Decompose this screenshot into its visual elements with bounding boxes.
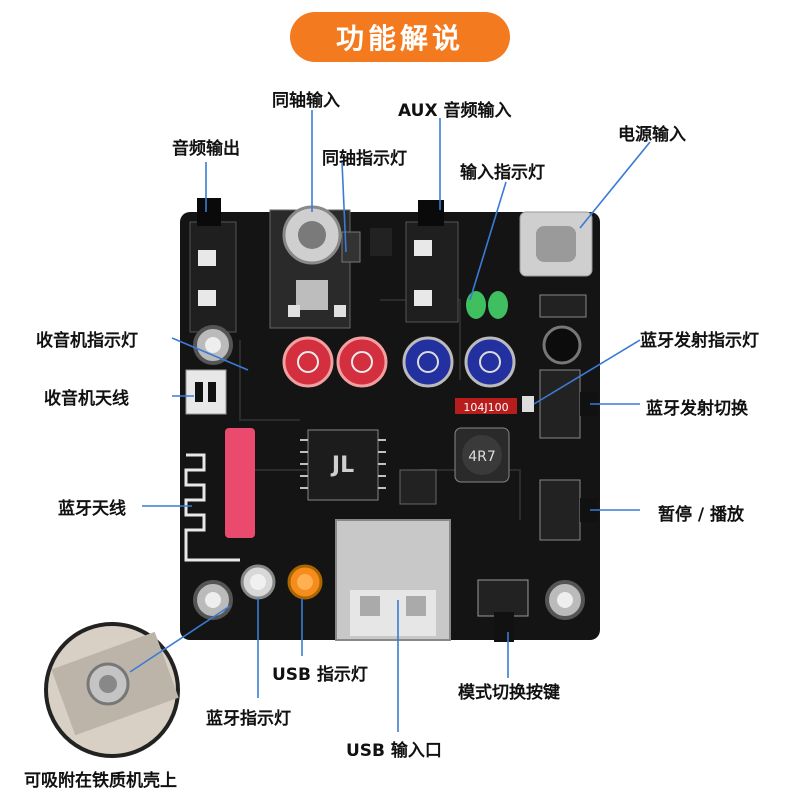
label-mode-key: 模式切换按键 xyxy=(458,683,560,703)
bt-tx-led xyxy=(522,396,534,412)
cap-blue-1 xyxy=(402,336,454,388)
cap-red-2 xyxy=(336,336,388,388)
page-title: 功能解说 xyxy=(290,12,510,62)
label-bt-tx-switch: 蓝牙发射切换 xyxy=(646,399,748,419)
label-power-in: 电源输入 xyxy=(618,125,686,145)
radio-antenna-connector xyxy=(185,369,227,415)
label-coax-led: 同轴指示灯 xyxy=(322,149,407,169)
label-aux-in: AUX 音频输入 xyxy=(398,101,512,121)
label-usb-in: USB 输入口 xyxy=(346,741,442,761)
audio-out-jack xyxy=(189,221,237,333)
label-magnet: 可吸附在铁质机壳上 xyxy=(24,771,177,791)
inductor-text: 4R7 xyxy=(468,449,496,465)
mode-key xyxy=(477,579,529,617)
label-radio-led: 收音机指示灯 xyxy=(36,331,138,351)
cap-red-1 xyxy=(282,336,334,388)
label-usb-led: USB 指示灯 xyxy=(272,665,368,685)
label-radio-antenna: 收音机天线 xyxy=(44,389,129,409)
label-input-led: 输入指示灯 xyxy=(460,163,545,183)
chip-logo: JL xyxy=(330,453,354,478)
coax-led xyxy=(341,231,361,263)
input-led-2 xyxy=(488,291,508,319)
label-coax-in: 同轴输入 xyxy=(272,91,340,111)
label-bt-led: 蓝牙指示灯 xyxy=(206,709,291,729)
label-pause-play: 暂停 / 播放 xyxy=(658,505,745,525)
pause-play-switch xyxy=(539,479,581,541)
label-bt-tx-led: 蓝牙发射指示灯 xyxy=(640,331,759,351)
cap-blue-2 xyxy=(464,336,516,388)
label-audio-out: 音频输出 xyxy=(172,139,240,159)
label-bt-antenna: 蓝牙天线 xyxy=(58,499,126,519)
resistor-text: 104J100 xyxy=(463,401,508,414)
pink-antenna-block xyxy=(225,428,255,538)
